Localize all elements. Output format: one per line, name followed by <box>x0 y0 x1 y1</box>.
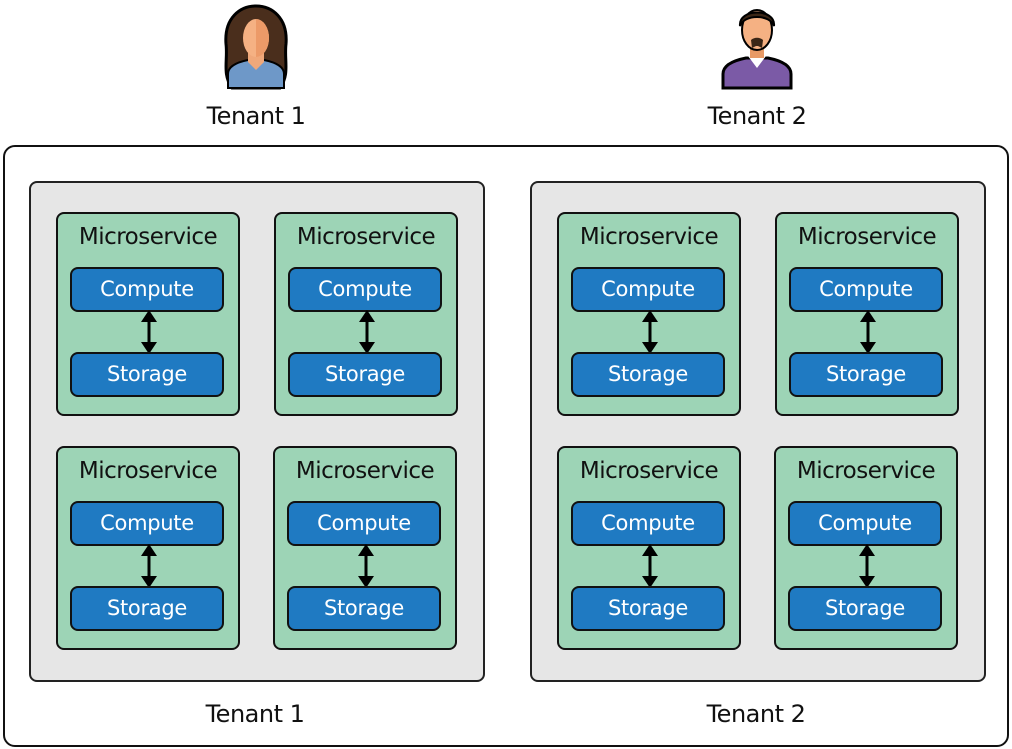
microservice-title: Microservice <box>579 458 719 484</box>
storage-box: Storage <box>571 352 725 397</box>
compute-box: Compute <box>788 501 942 546</box>
compute-box: Compute <box>789 267 943 312</box>
compute-box: Compute <box>70 501 224 546</box>
user-label-tenant-1: Tenant 1 <box>206 102 306 130</box>
compute-box: Compute <box>571 501 725 546</box>
storage-box: Storage <box>789 352 943 397</box>
microservice-card: Microservice Compute Storage <box>557 212 741 416</box>
microservice-title: Microservice <box>295 458 435 484</box>
bidirectional-arrow-icon <box>860 310 876 354</box>
bidirectional-arrow-icon <box>642 310 658 354</box>
tenant-1-label: Tenant 1 <box>205 700 305 728</box>
storage-box: Storage <box>70 352 224 397</box>
microservice-title: Microservice <box>796 458 936 484</box>
microservice-title: Microservice <box>296 224 436 250</box>
bidirectional-arrow-icon <box>359 310 375 354</box>
storage-box: Storage <box>571 586 725 631</box>
microservice-card: Microservice Compute Storage <box>274 212 458 416</box>
bidirectional-arrow-icon <box>141 310 157 354</box>
compute-box: Compute <box>288 267 442 312</box>
microservice-card: Microservice Compute Storage <box>774 446 958 650</box>
microservice-card: Microservice Compute Storage <box>557 446 741 650</box>
microservice-card: Microservice Compute Storage <box>775 212 959 416</box>
compute-box: Compute <box>571 267 725 312</box>
microservice-card: Microservice Compute Storage <box>56 212 240 416</box>
system-boundary <box>3 145 1009 747</box>
microservice-title: Microservice <box>78 224 218 250</box>
microservice-card: Microservice Compute Storage <box>273 446 457 650</box>
compute-box: Compute <box>70 267 224 312</box>
microservice-title: Microservice <box>78 458 218 484</box>
bidirectional-arrow-icon <box>358 544 374 588</box>
microservice-title: Microservice <box>797 224 937 250</box>
user-label-tenant-2: Tenant 2 <box>707 102 807 130</box>
bidirectional-arrow-icon <box>141 544 157 588</box>
microservice-title: Microservice <box>579 224 719 250</box>
storage-box: Storage <box>288 352 442 397</box>
woman-avatar-icon <box>224 4 288 90</box>
storage-box: Storage <box>70 586 224 631</box>
bidirectional-arrow-icon <box>642 544 658 588</box>
storage-box: Storage <box>287 586 441 631</box>
man-avatar-icon <box>721 9 793 90</box>
compute-box: Compute <box>287 501 441 546</box>
microservice-card: Microservice Compute Storage <box>56 446 240 650</box>
bidirectional-arrow-icon <box>859 544 875 588</box>
tenant-2-label: Tenant 2 <box>706 700 806 728</box>
storage-box: Storage <box>788 586 942 631</box>
